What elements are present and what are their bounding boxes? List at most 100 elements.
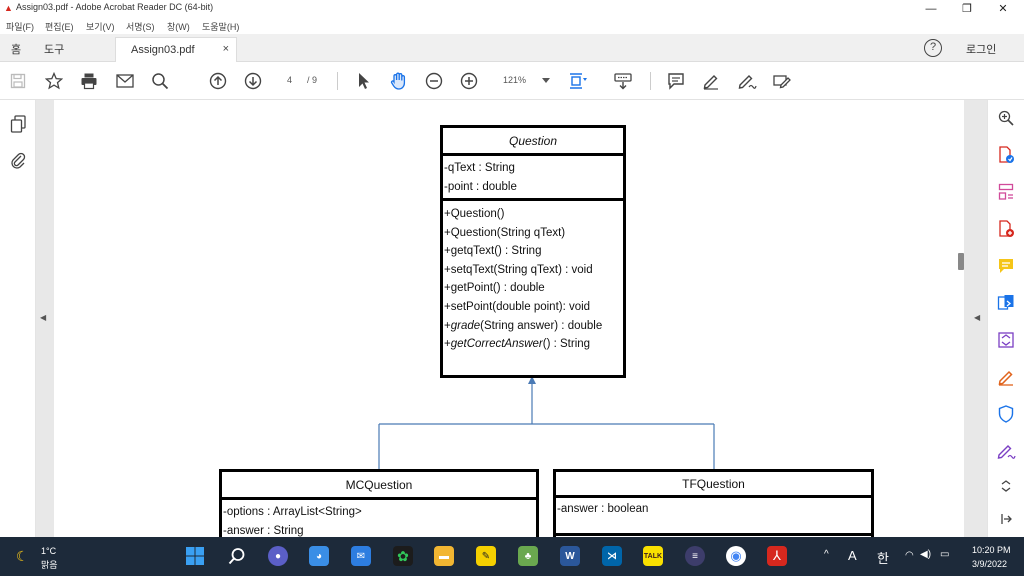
- edge-browser-icon[interactable]: ◕: [309, 546, 329, 566]
- save-icon[interactable]: [8, 71, 28, 91]
- weather-description[interactable]: 맑음: [41, 560, 58, 570]
- tab-close-icon[interactable]: ×: [222, 43, 229, 55]
- sticky-notes-icon[interactable]: ✎: [476, 546, 496, 566]
- login-button[interactable]: 로그인: [966, 44, 997, 56]
- organize-pages-icon[interactable]: [996, 182, 1016, 202]
- game-app-icon[interactable]: ♣: [518, 546, 538, 566]
- collapse-right-panel-icon[interactable]: ◀: [974, 313, 981, 322]
- pdf-page: Question -qText : String -point : double…: [54, 100, 964, 559]
- file-explorer-icon[interactable]: ▬: [434, 546, 454, 566]
- question-class-name: Question: [508, 134, 558, 148]
- bookmark-star-icon[interactable]: [44, 71, 64, 91]
- right-tools-panel: [987, 100, 1024, 537]
- question-method-abstract: +grade(String answer) : double: [444, 319, 603, 332]
- uml-class-question: Question -qText : String -point : double…: [440, 125, 626, 378]
- question-method: +setPoint(double point): void: [444, 300, 591, 313]
- clock-time[interactable]: 10:20 PM: [972, 545, 1011, 555]
- question-method: +getPoint() : double: [444, 282, 545, 295]
- menu-edit[interactable]: 편집(E): [45, 22, 74, 32]
- wifi-icon[interactable]: ◠: [905, 550, 914, 561]
- mcquestion-attributes: -options : ArrayList<String> -answer : S…: [222, 500, 536, 540]
- weather-temperature[interactable]: 1°C: [41, 546, 57, 556]
- tab-document[interactable]: Assign03.pdf ×: [115, 37, 237, 62]
- zoom-magnifier-icon[interactable]: [996, 108, 1016, 128]
- taskbar-search-icon[interactable]: [227, 546, 247, 566]
- title-bar: ▲ Assign03.pdf - Adobe Acrobat Reader DC…: [0, 0, 1024, 18]
- volume-icon[interactable]: ◀): [920, 549, 932, 560]
- email-icon[interactable]: [115, 71, 135, 91]
- toolbar: 4 / 9 121%: [0, 62, 1024, 100]
- question-methods: +Question() +Question(String qText) +get…: [443, 201, 623, 354]
- fill-sign-icon[interactable]: [737, 71, 757, 91]
- menu-file[interactable]: 파일(F): [6, 22, 35, 32]
- collapse-left-panel-icon[interactable]: ◀: [40, 313, 47, 322]
- edit-annotation-icon[interactable]: [772, 71, 792, 91]
- fill-and-sign-icon[interactable]: [996, 441, 1016, 461]
- windows-start-icon[interactable]: [185, 546, 205, 566]
- zoom-in-icon[interactable]: [459, 71, 479, 91]
- next-page-icon[interactable]: [243, 71, 263, 91]
- page-thumbnails-icon[interactable]: [8, 114, 28, 134]
- scroll-mode-icon[interactable]: [613, 71, 633, 91]
- close-button[interactable]: ✕: [998, 3, 1008, 15]
- mcquestion-attribute: -answer : String: [223, 524, 304, 537]
- zoom-chevron-down-icon[interactable]: [536, 71, 556, 91]
- hand-tool-icon[interactable]: [389, 71, 409, 91]
- tab-tools[interactable]: 도구: [44, 44, 65, 56]
- help-icon[interactable]: ?: [924, 39, 942, 57]
- menu-help[interactable]: 도움말(H): [202, 22, 240, 32]
- collapse-tools-pane-icon[interactable]: [996, 509, 1016, 529]
- windows-taskbar: ☾ 1°C 맑음 ● ◕ ✉ ✿ ▬ ✎ ♣ W ⋊ TALK ≡ ◉ ⅄ ^ …: [0, 537, 1024, 576]
- kakaotalk-icon[interactable]: TALK: [643, 546, 663, 566]
- combine-files-icon[interactable]: [996, 293, 1016, 313]
- expand-tools-icon[interactable]: [996, 476, 1016, 496]
- toolbar-divider: [337, 72, 338, 90]
- window-title: Assign03.pdf - Adobe Acrobat Reader DC (…: [16, 2, 214, 12]
- acrobat-taskbar-icon[interactable]: ⅄: [767, 546, 787, 566]
- word-icon[interactable]: W: [560, 546, 580, 566]
- minimize-button[interactable]: —: [925, 3, 937, 15]
- chrome-icon[interactable]: ◉: [726, 546, 746, 566]
- clock-date[interactable]: 3/9/2022: [972, 559, 1008, 569]
- menu-sign[interactable]: 서명(S): [126, 22, 155, 32]
- battery-icon[interactable]: ▭: [940, 549, 950, 560]
- weather-moon-icon[interactable]: ☾: [16, 548, 29, 564]
- print-icon[interactable]: [79, 71, 99, 91]
- maximize-button[interactable]: ❐: [962, 3, 972, 15]
- comment-icon[interactable]: [666, 71, 686, 91]
- previous-page-icon[interactable]: [208, 71, 228, 91]
- export-pdf-icon[interactable]: [996, 145, 1016, 165]
- ime-korean-indicator[interactable]: 한: [877, 551, 889, 566]
- mcquestion-class-name: MCQuestion: [345, 478, 413, 492]
- protect-shield-icon[interactable]: [996, 404, 1016, 424]
- question-attributes: -qText : String -point : double: [443, 156, 623, 201]
- green-app-icon[interactable]: ✿: [393, 546, 413, 566]
- compress-pdf-icon[interactable]: [996, 330, 1016, 350]
- search-icon[interactable]: [150, 71, 170, 91]
- toolbar-divider: [650, 72, 651, 90]
- eclipse-icon[interactable]: ≡: [685, 546, 705, 566]
- tray-chevron-up-icon[interactable]: ^: [824, 549, 829, 560]
- mail-icon[interactable]: ✉: [351, 546, 371, 566]
- tab-home[interactable]: 홈: [11, 44, 22, 56]
- highlight-pen-icon[interactable]: [701, 71, 721, 91]
- page-total: / 9: [307, 75, 318, 85]
- zoom-out-icon[interactable]: [424, 71, 444, 91]
- menu-view[interactable]: 보기(V): [86, 22, 115, 32]
- create-pdf-icon[interactable]: [996, 219, 1016, 239]
- menu-bar: 파일(F) 편집(E) 보기(V) 서명(S) 창(W) 도움말(H): [0, 18, 1024, 34]
- fit-page-icon[interactable]: [568, 71, 588, 91]
- select-cursor-icon[interactable]: [354, 71, 374, 91]
- inheritance-arrows: [378, 376, 715, 469]
- menu-window[interactable]: 창(W): [167, 22, 190, 32]
- vscode-icon[interactable]: ⋊: [602, 546, 622, 566]
- page-number-input[interactable]: 4: [287, 75, 293, 85]
- attachment-icon[interactable]: [8, 150, 28, 170]
- question-method: +Question(String qText): [444, 226, 566, 239]
- teams-chat-icon[interactable]: ●: [268, 546, 288, 566]
- input-language-letter[interactable]: A: [848, 548, 857, 563]
- zoom-level-dropdown[interactable]: 121%: [503, 75, 527, 85]
- edit-pdf-icon[interactable]: [996, 367, 1016, 387]
- vertical-scrollbar-thumb[interactable]: [958, 253, 964, 270]
- comment-tool-icon[interactable]: [996, 256, 1016, 276]
